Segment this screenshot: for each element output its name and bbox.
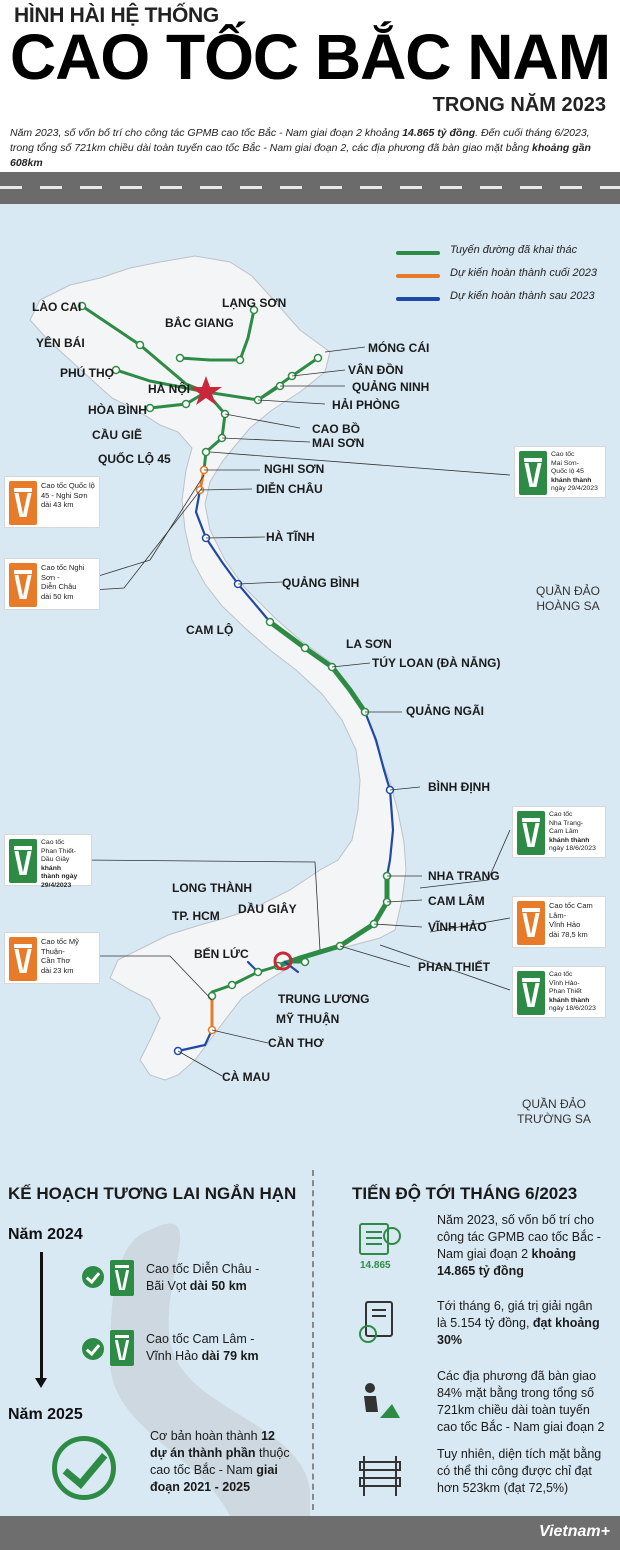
- label-ha-noi: HÀ NỘI: [148, 382, 190, 396]
- label-bac-giang: BẮC GIANG: [165, 316, 234, 330]
- label-tp-hcm: TP. HCM: [172, 909, 220, 923]
- road-strip-top: [0, 172, 620, 204]
- label-hoa-binh: HÒA BÌNH: [88, 403, 147, 417]
- highway-sign-icon: [9, 481, 37, 525]
- highway-sign-icon: [9, 937, 37, 981]
- sub-title: TRONG NĂM 2023: [432, 94, 606, 116]
- header: HÌNH HÀI HỆ THỐNG CAO TỐC BẮC NAM TRONG …: [0, 0, 620, 120]
- label-binh-dinh: BÌNH ĐỊNH: [428, 780, 490, 794]
- progress-title: TIẾN ĐỘ TỚI THÁNG 6/2023: [352, 1184, 578, 1203]
- plan-title: KẾ HOẠCH TƯƠNG LAI NGẮN HẠN: [8, 1184, 297, 1203]
- label-tuy-loan: TÚY LOAN (ĐÀ NẴNG): [372, 656, 501, 670]
- highway-sign-icon: [9, 839, 37, 883]
- label-can-tho: CẦN THƠ: [268, 1036, 324, 1050]
- label-ca-mau: CÀ MAU: [222, 1070, 270, 1084]
- timeline-arrow: [35, 1252, 47, 1388]
- check-icon: [82, 1338, 104, 1360]
- label-quang-ngai: QUẢNG NGÃI: [406, 704, 484, 718]
- route-nodes: [77, 301, 395, 1056]
- document-money-icon: [359, 1301, 393, 1343]
- hcm-marker: [273, 951, 293, 971]
- label-yen-bai: YÊN BÁI: [36, 336, 85, 350]
- check-icon: [82, 1266, 104, 1288]
- highway-sign-icon: [519, 451, 547, 495]
- vietnamplus-logo: Vietnam+: [539, 1523, 610, 1540]
- plan-item-1: Cao tốc Diễn Châu -Bãi Vọt dài 50 km: [146, 1262, 260, 1293]
- label-phu-tho: PHÚ THỌ: [60, 366, 114, 380]
- label-mong-cai: MÓNG CÁI: [368, 341, 430, 355]
- highway-sign-icon: [517, 811, 545, 855]
- label-trung-luong: TRUNG LƯƠNG: [278, 992, 370, 1006]
- hanoi-star-icon: [190, 376, 222, 405]
- worker-icon: [364, 1383, 400, 1418]
- label-my-thuan: MỸ THUẬN: [276, 1012, 340, 1026]
- vietnam-map: [10, 255, 511, 1081]
- money-icon: [359, 1223, 401, 1255]
- label-truong-sa: QUẦN ĐẢO TRƯỜNG SA: [517, 1097, 591, 1126]
- plan-item-2: Cao tốc Cam Lâm -Vĩnh Hảo dài 79 km: [146, 1332, 259, 1363]
- year-2024: Năm 2024: [8, 1226, 83, 1243]
- label-quang-binh: QUẢNG BÌNH: [282, 576, 360, 590]
- label-ben-luc: BẾN LỨC: [194, 947, 249, 961]
- legend-item-blue: Dự kiến hoàn thành sau 2023: [396, 288, 616, 311]
- label-ha-tinh: HÀ TĨNH: [266, 530, 315, 544]
- legend: Tuyến đường đã khai thác Dự kiến hoàn th…: [396, 242, 616, 311]
- label-dien-chau: DIỄN CHÂU: [256, 482, 323, 496]
- label-mai-son: MAI SƠN: [312, 436, 365, 450]
- money-icon-label: 14.865: [360, 1260, 391, 1271]
- label-nha-trang: NHA TRANG: [428, 869, 500, 883]
- label-la-son: LA SƠN: [346, 637, 392, 651]
- pre-title: HÌNH HÀI HỆ THỐNG: [14, 4, 219, 27]
- highway-sign-icon: [9, 563, 37, 607]
- label-quang-ninh: QUẢNG NINH: [352, 380, 430, 394]
- label-phan-thiet: PHAN THIẾT: [418, 960, 490, 974]
- legend-item-orange: Dự kiến hoàn thành cuối 2023: [396, 265, 616, 288]
- label-cau-gie: CẦU GIẼ: [92, 428, 143, 442]
- map-area: Tuyến đường đã khai thác Dự kiến hoàn th…: [0, 204, 620, 1160]
- intro-paragraph: Năm 2023, số vốn bố trí cho công tác GPM…: [10, 127, 591, 169]
- big-check-icon: [52, 1436, 116, 1500]
- label-lao-cai: LÀO CAI: [32, 300, 82, 314]
- label-van-don: VÂN ĐỒN: [348, 363, 404, 377]
- label-hoang-sa: QUẦN ĐẢO HOÀNG SA: [535, 584, 600, 613]
- label-nghi-son: NGHI SƠN: [264, 462, 325, 476]
- roadblock-icon: [359, 1456, 401, 1496]
- highway-sign-icon: [517, 971, 545, 1015]
- label-cam-lo: CAM LỘ: [186, 623, 234, 637]
- legend-item-green: Tuyến đường đã khai thác: [396, 242, 616, 265]
- section-divider: [312, 1170, 314, 1510]
- label-cam-lam: CAM LÂM: [428, 894, 485, 908]
- decorative-road: [110, 1223, 310, 1550]
- label-lang-son: LẠNG SƠN: [222, 296, 287, 310]
- label-quoc-lo-45: QUỐC LỘ 45: [98, 452, 171, 466]
- label-cao-bo: CAO BỒ: [312, 422, 360, 436]
- footer-strip: [0, 1516, 620, 1550]
- label-vinh-hao: VĨNH HẢO: [428, 920, 487, 934]
- leader-lines: [10, 346, 511, 1077]
- highway-sign-icon: [110, 1260, 134, 1296]
- label-long-thanh: LONG THÀNH: [172, 881, 252, 895]
- label-hai-phong: HẢI PHÒNG: [332, 398, 401, 412]
- highway-sign-icon: [517, 901, 545, 945]
- highway-sign-icon: [110, 1330, 134, 1366]
- year-2025: Năm 2025: [8, 1406, 83, 1423]
- label-dau-giay: DẦU GIÂY: [238, 902, 297, 916]
- main-title: CAO TỐC BẮC NAM: [9, 21, 611, 93]
